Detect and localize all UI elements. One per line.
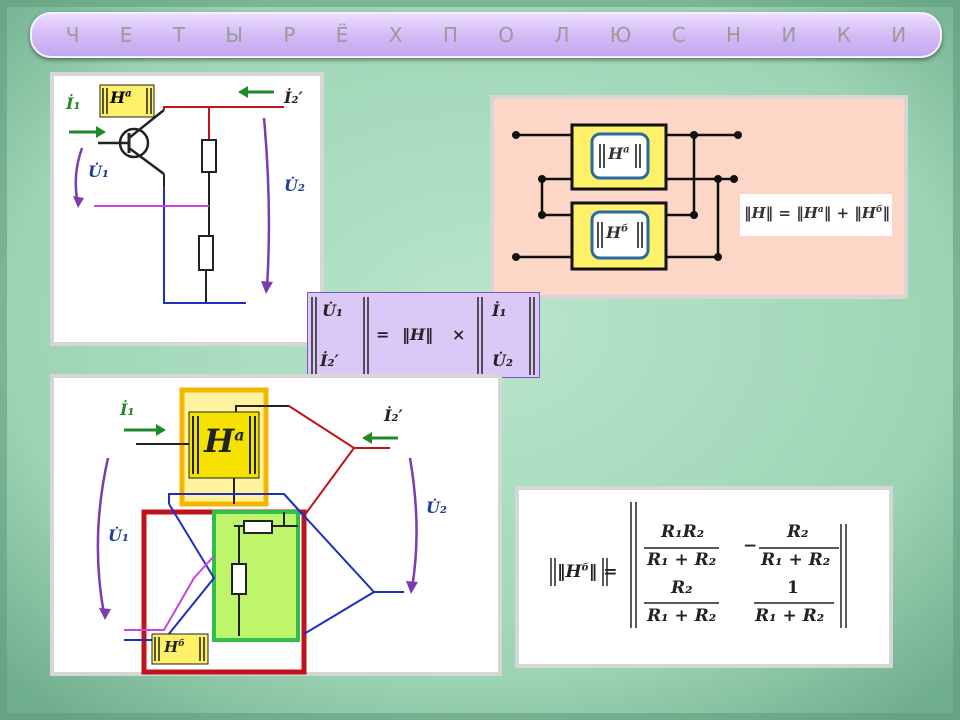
vector-left-i2: İ₂′ xyxy=(320,351,339,370)
equals-sign: = xyxy=(376,325,390,344)
page-title: Ч Е Т Ы Р Ё Х П О Л Ю С Н И К И xyxy=(65,23,924,47)
combined-circuit-diagram xyxy=(96,387,418,675)
h-parameter-equation: U̇₁ İ₂′ = ‖H‖ × İ₁ U̇₂ xyxy=(307,292,540,378)
current-i2-label: İ₂′ xyxy=(284,88,303,107)
title-bar: Ч Е Т Ы Р Ё Х П О Л Ю С Н И К И xyxy=(30,12,942,58)
matrix-hb-label: Hб xyxy=(164,638,185,656)
current-i1-label: İ₁ xyxy=(66,94,81,113)
times-sign: × xyxy=(452,325,466,344)
hb-lhs: ‖Hб‖ = xyxy=(557,562,618,582)
m21-denominator: R₁ + R₂ xyxy=(647,606,717,626)
matrix-ha-label: Hа xyxy=(204,422,245,460)
equation-brackets xyxy=(311,297,535,375)
m11-denominator: R₁ + R₂ xyxy=(647,550,717,570)
m22-denominator: R₁ + R₂ xyxy=(755,606,825,626)
voltage-u2-label: U̇₂ xyxy=(284,176,305,195)
parallel-connection-diagram xyxy=(512,123,742,271)
current-i2-label: İ₂′ xyxy=(384,406,403,425)
m12-numerator: R₂ xyxy=(787,522,809,542)
m12-sign: − xyxy=(743,536,758,556)
block-ha-label: Hа xyxy=(608,144,630,163)
voltage-u1-label: U̇₁ xyxy=(88,162,109,181)
m12-denominator: R₁ + R₂ xyxy=(761,550,831,570)
vector-right-u2: U̇₂ xyxy=(492,351,513,370)
voltage-u1-label: U̇₁ xyxy=(108,526,129,545)
current-i1-label: İ₁ xyxy=(120,400,135,419)
panel-combined-circuit: Hа Hб İ₁ U̇₁ İ₂′ U̇₂ xyxy=(50,374,502,676)
matrix-h-symbol: ‖H‖ xyxy=(402,325,434,344)
m22-numerator: 1 xyxy=(787,578,799,598)
panel-transistor-circuit: Hа İ₁ U̇₁ İ₂′ U̇₂ xyxy=(50,72,324,346)
parallel-sum-text: ‖H‖ = ‖Hа‖ + ‖Hб‖ xyxy=(744,204,890,222)
voltage-u2-label: U̇₂ xyxy=(426,498,447,517)
vector-right-i1: İ₁ xyxy=(492,301,507,320)
panel-hb-matrix: ‖Hб‖ = R₁R₂ R₁ + R₂ − R₂ R₁ + R₂ R₂ R₁ +… xyxy=(515,486,893,668)
parallel-sum-formula: ‖H‖ = ‖Hа‖ + ‖Hб‖ xyxy=(740,194,892,236)
transistor-circuit-diagram xyxy=(69,84,284,304)
vector-left-u1: U̇₁ xyxy=(322,301,343,320)
hb-matrix-brackets xyxy=(550,502,847,628)
block-hb-label: Hб xyxy=(606,223,629,242)
m21-numerator: R₂ xyxy=(671,578,693,598)
m11-numerator: R₁R₂ xyxy=(661,522,705,542)
matrix-label: Hа xyxy=(110,88,132,107)
